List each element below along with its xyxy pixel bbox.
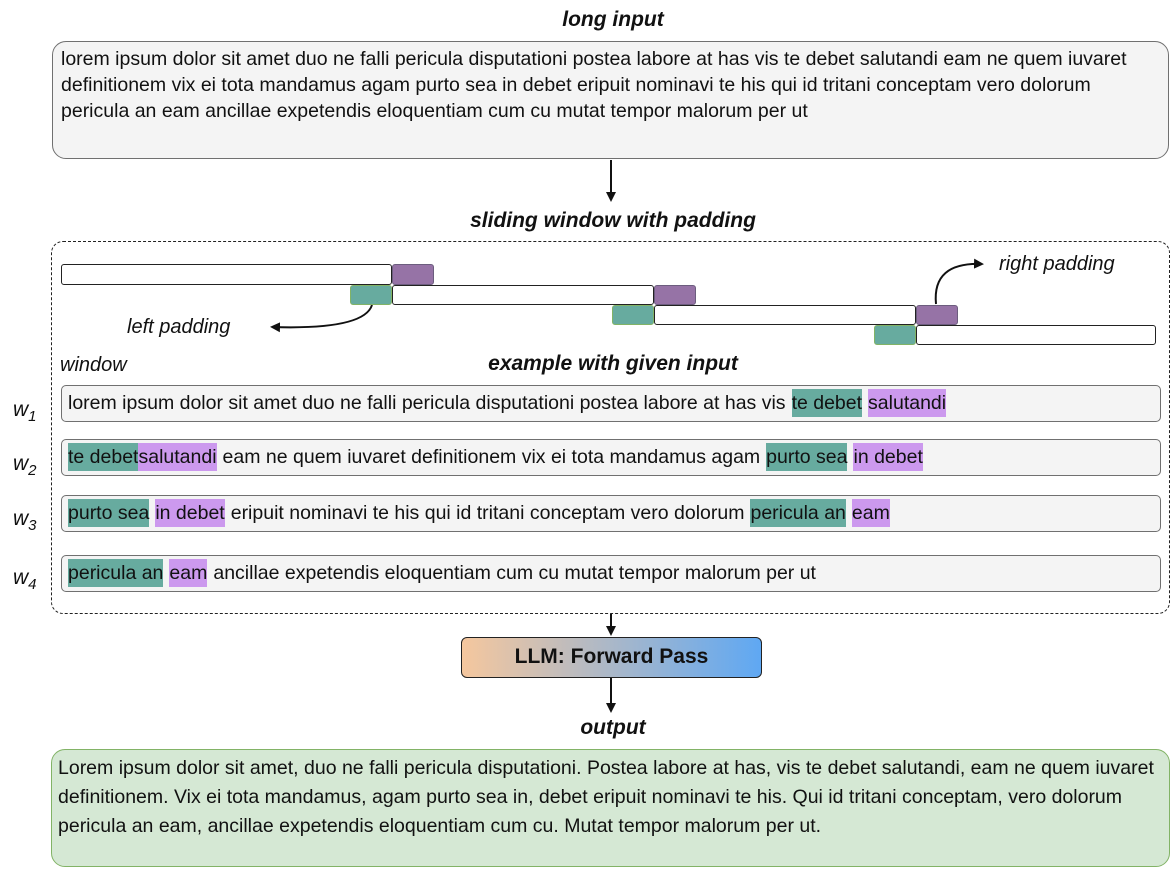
llm-forward-pass-box: LLM: Forward Pass (461, 637, 762, 678)
arrow-right-padding (934, 258, 984, 305)
right-padding-block-3 (916, 305, 958, 325)
right-padding-block-1 (392, 264, 434, 285)
left-padding-tokens: purto sea (68, 499, 150, 527)
left-padding-tokens: pericula an (68, 559, 164, 587)
sliding-window-frame (51, 241, 1170, 614)
left-padding-block-3 (612, 305, 654, 325)
long-input-title: long input (562, 8, 664, 31)
window-label: window (60, 354, 127, 376)
right-padding-tokens: eam (169, 559, 208, 587)
left-padding-tokens: te debet (791, 389, 863, 417)
sliding-window-title: sliding window with padding (470, 209, 756, 232)
arrow-left-padding (270, 304, 373, 333)
left-padding-label: left padding (127, 316, 231, 338)
right-padding-block-2 (654, 285, 696, 305)
left-padding-tokens: te debet (68, 443, 139, 471)
window-label-w2: w2 (13, 452, 37, 480)
right-padding-tokens: in debet (155, 499, 225, 527)
long-input-box: lorem ipsum dolor sit amet duo ne falli … (52, 41, 1169, 159)
left-padding-block-2 (350, 285, 392, 305)
right-padding-tokens: salutandi (138, 443, 217, 471)
left-padding-block-4 (874, 325, 916, 345)
right-padding-tokens: in debet (853, 443, 923, 471)
window-row-1: lorem ipsum dolor sit amet duo ne falli … (61, 385, 1161, 422)
left-padding-tokens: purto sea (766, 443, 848, 471)
example-title: example with given input (488, 352, 738, 375)
window-label-w4: w4 (13, 566, 37, 594)
window-label-w1: w1 (13, 398, 37, 426)
window-bar-2 (392, 285, 654, 305)
output-box: Lorem ipsum dolor sit amet, duo ne falli… (51, 749, 1170, 867)
right-padding-label: right padding (999, 253, 1115, 275)
window-bar-3 (654, 305, 916, 325)
window-bar-1 (61, 264, 392, 285)
left-padding-tokens: pericula an (750, 499, 846, 527)
right-padding-tokens: salutandi (868, 389, 947, 417)
window-bar-4 (916, 325, 1156, 345)
window-label-w3: w3 (13, 507, 37, 535)
right-padding-tokens: eam (851, 499, 890, 527)
output-title: output (580, 716, 646, 739)
